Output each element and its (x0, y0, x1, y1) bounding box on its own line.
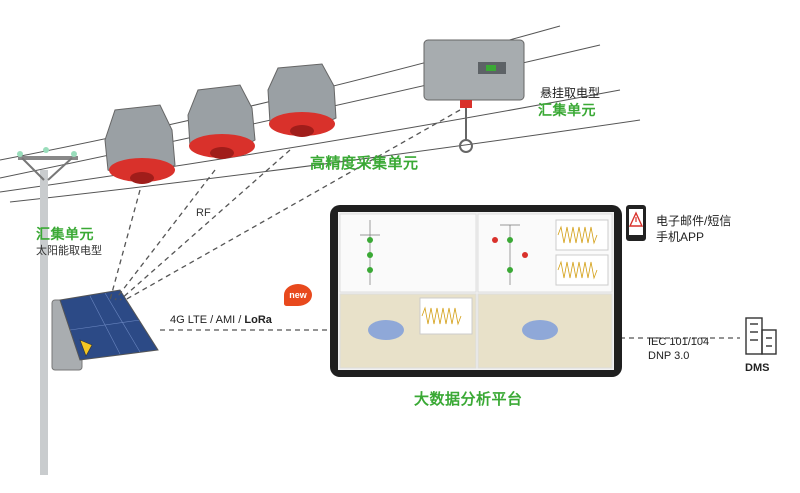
hanging-collector (423, 39, 525, 153)
sensor-3 (267, 63, 337, 137)
dnp-label: DNP 3.0 (648, 350, 690, 362)
comm-lora: LoRa (244, 314, 272, 326)
iec-label: IEC 101/104 (648, 336, 710, 348)
new-badge: new (284, 284, 312, 306)
dms-building-icon (745, 317, 777, 355)
sensor-1 (104, 104, 176, 184)
hanging-unit-label-2: 汇集单元 (538, 102, 596, 118)
notify-line-1: 电子邮件/短信 (656, 214, 732, 228)
sensor-2 (187, 84, 256, 159)
comm-protocols: 4G LTE / AMI / LoRa (170, 314, 272, 326)
dashed-links (109, 109, 740, 339)
solar-panel-icon (69, 292, 141, 355)
hanging-unit-label-1: 悬挂取电型 (540, 86, 601, 100)
solar-unit-title: 汇集单元 (36, 226, 94, 242)
solar-collector-unit (51, 289, 159, 371)
warning-phone-icon (626, 205, 646, 241)
notify-line-2: 手机APP (656, 230, 705, 244)
platform-label: 大数据分析平台 (414, 391, 523, 408)
utility-pole (17, 147, 78, 475)
analytics-monitor (330, 205, 622, 377)
solar-unit-subtitle: 太阳能取电型 (36, 245, 102, 257)
dms-label: DMS (745, 362, 770, 374)
precision-unit-label: 高精度采集单元 (310, 155, 419, 172)
comm-protocols-text: 4G LTE / AMI / (170, 314, 245, 326)
rf-label: RF (196, 207, 211, 219)
